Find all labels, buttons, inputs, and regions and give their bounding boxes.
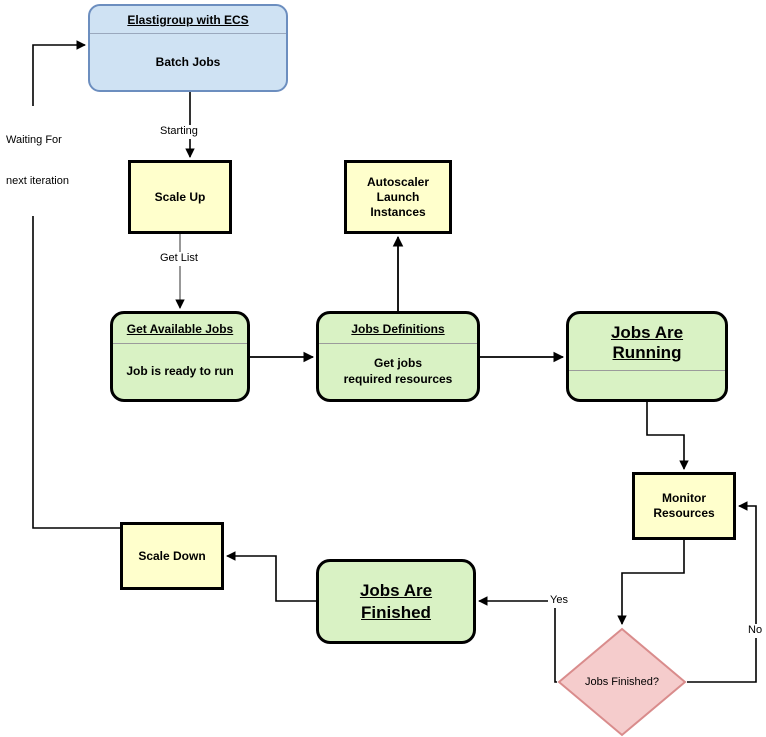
node-jobs-definitions-divider — [319, 343, 477, 344]
node-get-available-jobs[interactable]: Get Available Jobs Job is ready to run — [110, 311, 250, 402]
node-scale-down[interactable]: Scale Down — [120, 522, 224, 590]
node-jobs-are-running-divider — [569, 370, 725, 372]
node-elastigroup-divider — [90, 33, 286, 34]
node-jobs-are-running[interactable]: Jobs Are Running — [566, 311, 728, 402]
node-jobs-definitions-title: Jobs Definitions — [351, 322, 445, 336]
node-jobs-are-running-body — [569, 371, 725, 399]
node-jobs-are-finished[interactable]: Jobs Are Finished — [316, 559, 476, 644]
node-jobs-definitions[interactable]: Jobs Definitions Get jobs required resou… — [316, 311, 480, 402]
edge-jobsarerunning-to-monitorresources — [646, 402, 689, 470]
node-autoscaler-line2: Launch — [376, 189, 420, 204]
node-jobs-are-finished-title: Jobs Are Finished — [360, 580, 432, 623]
node-monitor-resources-line2: Resources — [653, 506, 715, 520]
edge-label-no: No — [746, 624, 765, 638]
node-scale-up-label: Scale Up — [154, 189, 206, 204]
node-jobs-finished-decision[interactable]: Jobs Finished? — [557, 627, 687, 737]
node-get-available-jobs-divider — [113, 343, 247, 344]
node-elastigroup-title: Elastigroup with ECS — [127, 13, 249, 27]
node-scale-down-label: Scale Down — [138, 548, 206, 563]
edge-decision-yes-to-jobsarefinished — [478, 596, 557, 683]
node-jobs-are-running-title: Jobs Are Running — [569, 314, 725, 370]
node-autoscaler-launch-instances[interactable]: Autoscaler Launch Instances — [344, 160, 452, 234]
node-jobs-finished-decision-label: Jobs Finished? — [585, 676, 659, 688]
node-monitor-resources-line1: Monitor — [662, 491, 706, 505]
node-scale-up[interactable]: Scale Up — [128, 160, 232, 234]
edge-monitorresources-to-decision — [617, 540, 685, 625]
edge-label-yes: Yes — [548, 594, 570, 608]
node-jobs-definitions-body: Get jobs required resources — [319, 344, 477, 399]
edge-label-get-list: Get List — [158, 252, 200, 266]
node-jobs-are-finished-line1: Jobs Are — [359, 581, 433, 601]
node-elastigroup-with-ecs[interactable]: Elastigroup with ECS Batch Jobs — [88, 4, 288, 92]
node-jobs-are-running-line2: Running — [612, 342, 682, 362]
edge-jobsarefinished-to-scaledown — [226, 551, 316, 602]
node-jobs-are-finished-line2: Finished — [361, 602, 431, 622]
edge-label-starting: Starting — [158, 125, 200, 139]
node-monitor-resources[interactable]: Monitor Resources — [632, 472, 736, 540]
decision-diamond-shape — [557, 627, 687, 737]
node-jobs-are-running-line1: Jobs Are — [610, 323, 684, 342]
node-get-available-jobs-title: Get Available Jobs — [126, 322, 234, 336]
node-autoscaler-line3: Instances — [370, 204, 426, 219]
node-autoscaler-line1: Autoscaler — [366, 174, 430, 189]
edge-label-waiting-line2: next iteration — [6, 174, 69, 187]
node-jobs-definitions-body-line1: Get jobs — [373, 355, 422, 370]
node-get-available-jobs-body: Job is ready to run — [126, 363, 234, 378]
node-elastigroup-body: Batch Jobs — [155, 55, 221, 69]
edge-label-waiting-for-next-iteration: Waiting For next iteration — [4, 106, 71, 216]
node-jobs-definitions-body-line2: required resources — [343, 371, 453, 386]
edge-label-waiting-line1: Waiting For — [6, 133, 62, 146]
